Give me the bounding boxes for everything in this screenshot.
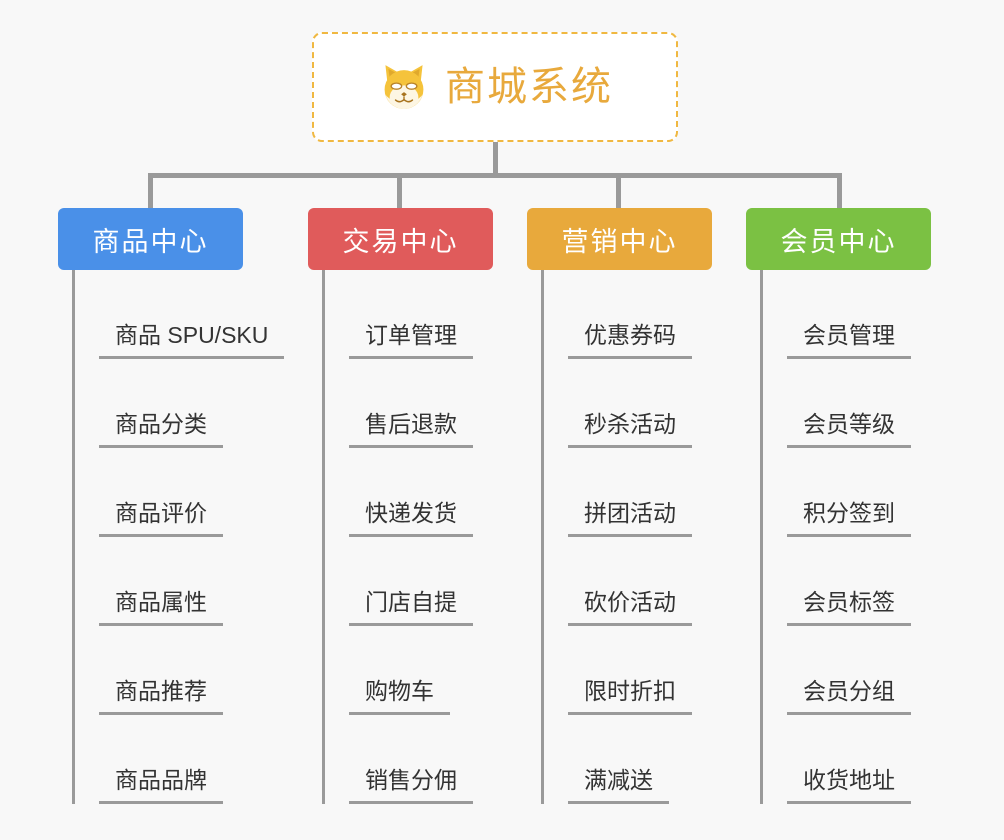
branch-trade-center: 订单管理 售后退款 快递发货 门店自提 购物车 销售分佣 xyxy=(322,270,493,804)
branch-member-center: 会员管理 会员等级 积分签到 会员标签 会员分组 收货地址 xyxy=(760,270,931,804)
leaf-item[interactable]: 砍价活动 xyxy=(544,537,712,626)
leaf-item[interactable]: 售后退款 xyxy=(325,359,493,448)
leaf-label: 销售分佣 xyxy=(349,766,473,804)
column-marketing-center: 营销中心 优惠券码 秒杀活动 拼团活动 砍价活动 限时折扣 满减送 xyxy=(527,208,712,804)
connector-drop-1 xyxy=(148,173,153,210)
connector-drop-4 xyxy=(837,173,842,210)
leaf-label: 限时折扣 xyxy=(568,677,692,715)
leaf-label: 会员分组 xyxy=(787,677,911,715)
leaf-item[interactable]: 会员分组 xyxy=(763,626,931,715)
leaf-item[interactable]: 拼团活动 xyxy=(544,448,712,537)
leaf-item[interactable]: 商品属性 xyxy=(75,537,243,626)
category-header-marketing-center[interactable]: 营销中心 xyxy=(527,208,712,270)
shiba-dog-emoji xyxy=(377,60,431,114)
leaf-label: 售后退款 xyxy=(349,410,473,448)
leaf-label: 拼团活动 xyxy=(568,499,692,537)
leaf-label: 满减送 xyxy=(568,766,669,804)
column-member-center: 会员中心 会员管理 会员等级 积分签到 会员标签 会员分组 收货地址 xyxy=(746,208,931,804)
leaf-item[interactable]: 购物车 xyxy=(325,626,493,715)
category-label: 营销中心 xyxy=(561,226,678,257)
connector-drop-2 xyxy=(397,173,402,210)
column-product-center: 商品中心 商品 SPU/SKU 商品分类 商品评价 商品属性 商品推荐 商品品牌 xyxy=(58,208,285,804)
leaf-label: 会员等级 xyxy=(787,410,911,448)
leaf-item[interactable]: 商品评价 xyxy=(75,448,243,537)
leaf-item[interactable]: 优惠券码 xyxy=(544,270,712,359)
category-header-product-center[interactable]: 商品中心 xyxy=(58,208,243,270)
category-label: 商品中心 xyxy=(92,226,209,257)
root-node[interactable]: 商城系统 xyxy=(312,32,678,142)
leaf-item[interactable]: 订单管理 xyxy=(325,270,493,359)
leaf-item[interactable]: 限时折扣 xyxy=(544,626,712,715)
leaf-label: 商品推荐 xyxy=(99,677,223,715)
leaf-item[interactable]: 满减送 xyxy=(544,715,712,804)
leaf-item[interactable]: 商品推荐 xyxy=(75,626,243,715)
leaf-label: 收货地址 xyxy=(787,766,911,804)
column-trade-center: 交易中心 订单管理 售后退款 快递发货 门店自提 购物车 销售分佣 xyxy=(308,208,493,804)
leaf-label: 快递发货 xyxy=(349,499,473,537)
leaf-item[interactable]: 会员等级 xyxy=(763,359,931,448)
leaf-label: 会员标签 xyxy=(787,588,911,626)
leaf-item[interactable]: 快递发货 xyxy=(325,448,493,537)
leaf-label: 商品品牌 xyxy=(99,766,223,804)
leaf-item[interactable]: 商品 SPU/SKU xyxy=(75,270,285,359)
leaf-label: 优惠券码 xyxy=(568,321,692,359)
leaf-item[interactable]: 会员管理 xyxy=(763,270,931,359)
leaf-label: 门店自提 xyxy=(349,588,473,626)
category-header-member-center[interactable]: 会员中心 xyxy=(746,208,931,270)
leaf-label: 购物车 xyxy=(349,677,450,715)
leaf-label: 订单管理 xyxy=(349,321,473,359)
leaf-label: 积分签到 xyxy=(787,499,911,537)
leaf-label: 商品评价 xyxy=(99,499,223,537)
category-header-trade-center[interactable]: 交易中心 xyxy=(308,208,493,270)
leaf-label: 商品分类 xyxy=(99,410,223,448)
connector-drop-3 xyxy=(616,173,621,210)
root-title: 商城系统 xyxy=(445,65,613,109)
branch-product-center: 商品 SPU/SKU 商品分类 商品评价 商品属性 商品推荐 商品品牌 xyxy=(72,270,285,804)
leaf-label: 砍价活动 xyxy=(568,588,692,626)
category-label: 交易中心 xyxy=(342,226,459,257)
leaf-item[interactable]: 积分签到 xyxy=(763,448,931,537)
leaf-label: 商品 SPU/SKU xyxy=(99,321,285,359)
leaf-item[interactable]: 商品品牌 xyxy=(75,715,243,804)
branch-marketing-center: 优惠券码 秒杀活动 拼团活动 砍价活动 限时折扣 满减送 xyxy=(541,270,712,804)
category-label: 会员中心 xyxy=(780,226,897,257)
leaf-label: 秒杀活动 xyxy=(568,410,692,448)
leaf-item[interactable]: 门店自提 xyxy=(325,537,493,626)
leaf-label: 商品属性 xyxy=(99,588,223,626)
leaf-label: 会员管理 xyxy=(787,321,911,359)
leaf-item[interactable]: 会员标签 xyxy=(763,537,931,626)
leaf-item[interactable]: 秒杀活动 xyxy=(544,359,712,448)
connector-stem xyxy=(493,142,498,178)
connector-horizontal-bar xyxy=(148,173,842,178)
leaf-item[interactable]: 收货地址 xyxy=(763,715,931,804)
leaf-item[interactable]: 商品分类 xyxy=(75,359,243,448)
leaf-item[interactable]: 销售分佣 xyxy=(325,715,493,804)
